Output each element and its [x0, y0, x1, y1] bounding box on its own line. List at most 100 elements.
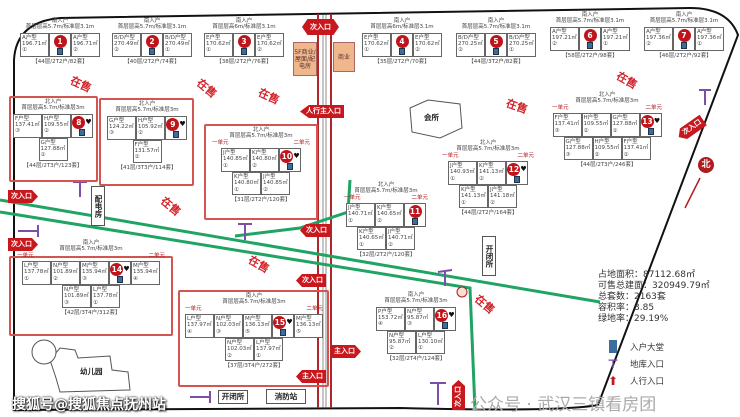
- unit-label-one: 一单元: [552, 104, 569, 111]
- unit-area: 141.18㎡: [490, 193, 515, 200]
- secondary-entrance-near-15[interactable]: 次入口: [296, 274, 326, 287]
- main-entrance-east[interactable]: 主入口: [331, 345, 361, 358]
- building-floor-height: 首层层高5.7m/标准层3m: [222, 299, 286, 306]
- main-entrance-west[interactable]: 主入口: [296, 370, 326, 383]
- unit-area: 137.41㎡: [623, 145, 649, 152]
- unit-index: ②: [458, 47, 463, 54]
- legend-label: 人行入口: [630, 376, 665, 387]
- pedestrian-main-entrance[interactable]: 人行主入口: [300, 105, 344, 118]
- lobby-icon: [681, 41, 687, 49]
- secondary-entrance-top[interactable]: 次入口: [302, 19, 339, 35]
- stat-total-units: 总套数：2163套: [598, 292, 666, 302]
- building-summary: 【32层/2T2户/120套】: [356, 251, 416, 258]
- unit-area: 131.57㎡: [134, 147, 160, 154]
- lobby-icon: [606, 340, 620, 353]
- secondary-entrance-west-1[interactable]: 次入口: [8, 190, 38, 203]
- unit-area: 140.65㎡: [359, 235, 384, 242]
- secondary-entrance-south[interactable]: 次入口: [452, 380, 465, 410]
- unit-area: 102.03㎡: [216, 322, 241, 329]
- secondary-entrance-middle[interactable]: 次入口: [300, 224, 330, 237]
- secondary-entrance-west-2[interactable]: 次入口: [8, 238, 38, 251]
- unit-area: 140.71㎡: [388, 235, 413, 242]
- unit-index: ⑤: [245, 328, 250, 335]
- unit-area: 137.41㎡: [15, 121, 40, 128]
